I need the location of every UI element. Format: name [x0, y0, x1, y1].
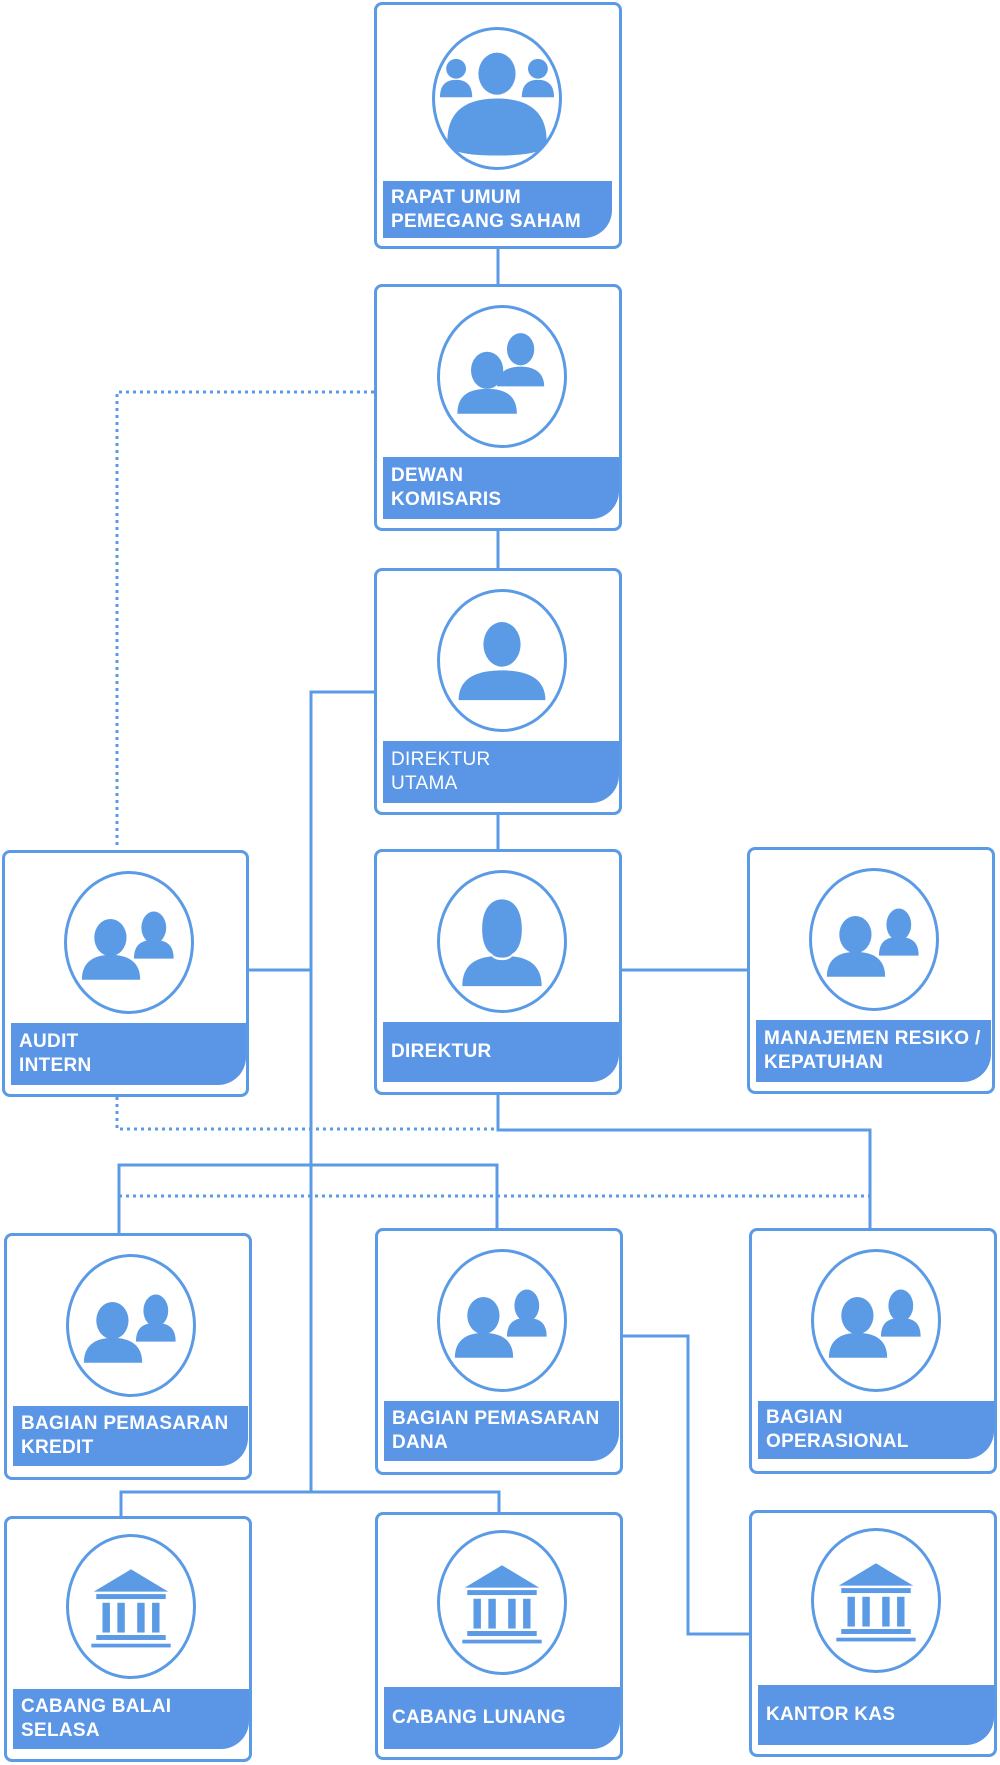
node-label: DEWAN KOMISARIS	[383, 457, 619, 519]
node-label: MANAJEMEN RESIKO / KEPATUHAN	[756, 1020, 991, 1082]
label-text: BAGIAN OPERASIONAL	[766, 1407, 909, 1452]
group-icon	[439, 52, 555, 156]
icon-circle	[437, 305, 567, 448]
icon-circle	[437, 1249, 567, 1392]
dotted-line-dewan-audit	[115, 390, 374, 845]
icon-circle	[437, 1530, 567, 1675]
icon-circle	[66, 1534, 196, 1679]
icon-circle	[437, 870, 567, 1013]
node-cabang-balai-selasa: CABANG BALAI SELASA	[4, 1516, 252, 1762]
node-bagian-pemasaran-dana: BAGIAN PEMASARAN DANA	[375, 1228, 623, 1475]
node-label: CABANG BALAI SELASA	[13, 1689, 249, 1749]
man-woman-icon	[454, 1289, 547, 1358]
node-label: DIREKTUR	[383, 1022, 619, 1082]
man-woman-icon	[828, 1289, 921, 1358]
line-bus-bagian	[117, 1163, 499, 1233]
man-woman-icon	[83, 1294, 176, 1363]
line-dana-kantorkas	[622, 1334, 750, 1636]
icon-circle	[66, 1254, 196, 1397]
line-direktur-operasional	[496, 1095, 872, 1228]
label-text: RAPAT UMUM PEMEGANG SAHAM	[391, 186, 581, 232]
label-text: AUDIT INTERN	[19, 1031, 92, 1076]
label-text: MANAJEMEN RESIKO / KEPATUHAN	[764, 1028, 981, 1073]
label-text: DEWAN KOMISARIS	[391, 465, 502, 510]
node-bagian-pemasaran-kredit: BAGIAN PEMASARAN KREDIT	[4, 1233, 252, 1480]
line-dirut-trunk	[309, 690, 374, 1492]
label-text: DIREKTUR UTAMA	[391, 749, 491, 794]
person-icon	[458, 622, 546, 701]
node-label: BAGIAN PEMASARAN DANA	[384, 1401, 619, 1461]
node-dewan-komisaris: DEWAN KOMISARIS	[374, 284, 622, 531]
node-label: RAPAT UMUM PEMEGANG SAHAM	[383, 181, 612, 238]
node-direktur-utama: DIREKTUR UTAMA	[374, 568, 622, 815]
node-label: KANTOR KAS	[758, 1685, 994, 1745]
node-kantor-kas: KANTOR KAS	[749, 1510, 997, 1757]
node-label: DIREKTUR UTAMA	[383, 741, 619, 803]
node-rapat-umum-pemegang-saham: RAPAT UMUM PEMEGANG SAHAM	[374, 2, 622, 249]
dotted-line-audit-direktur	[115, 1097, 498, 1131]
woman-icon	[462, 899, 542, 987]
node-label: BAGIAN OPERASIONAL	[758, 1401, 994, 1459]
node-audit-intern: AUDIT INTERN	[2, 850, 249, 1097]
bank-building-icon	[836, 1563, 916, 1642]
label-text: BAGIAN PEMASARAN KREDIT	[21, 1413, 229, 1458]
man-woman-icon	[81, 911, 174, 980]
label-text: DIREKTUR	[391, 1041, 492, 1062]
icon-circle	[811, 1249, 941, 1392]
node-cabang-lunang: CABANG LUNANG	[375, 1512, 623, 1760]
node-bagian-operasional: BAGIAN OPERASIONAL	[749, 1228, 997, 1474]
label-text: BAGIAN PEMASARAN DANA	[392, 1408, 600, 1453]
icon-circle	[432, 27, 562, 170]
man-woman-icon	[826, 908, 919, 977]
bank-building-icon	[91, 1569, 171, 1648]
bank-building-icon	[462, 1565, 542, 1644]
node-label: BAGIAN PEMASARAN KREDIT	[13, 1406, 248, 1466]
label-text: KANTOR KAS	[766, 1704, 896, 1725]
label-text: CABANG LUNANG	[392, 1707, 566, 1728]
icon-circle	[811, 1528, 941, 1673]
node-direktur: DIREKTUR	[374, 849, 622, 1095]
label-text: CABANG BALAI SELASA	[21, 1696, 172, 1741]
node-label: AUDIT INTERN	[11, 1023, 246, 1085]
node-label: CABANG LUNANG	[384, 1687, 620, 1749]
two-persons-icon	[457, 333, 545, 414]
icon-circle	[809, 868, 939, 1011]
icon-circle	[437, 589, 567, 732]
line-bus-cabang	[119, 1490, 501, 1516]
node-manajemen-resiko-kepatuhan: MANAJEMEN RESIKO / KEPATUHAN	[747, 847, 995, 1094]
icon-circle	[64, 871, 194, 1014]
